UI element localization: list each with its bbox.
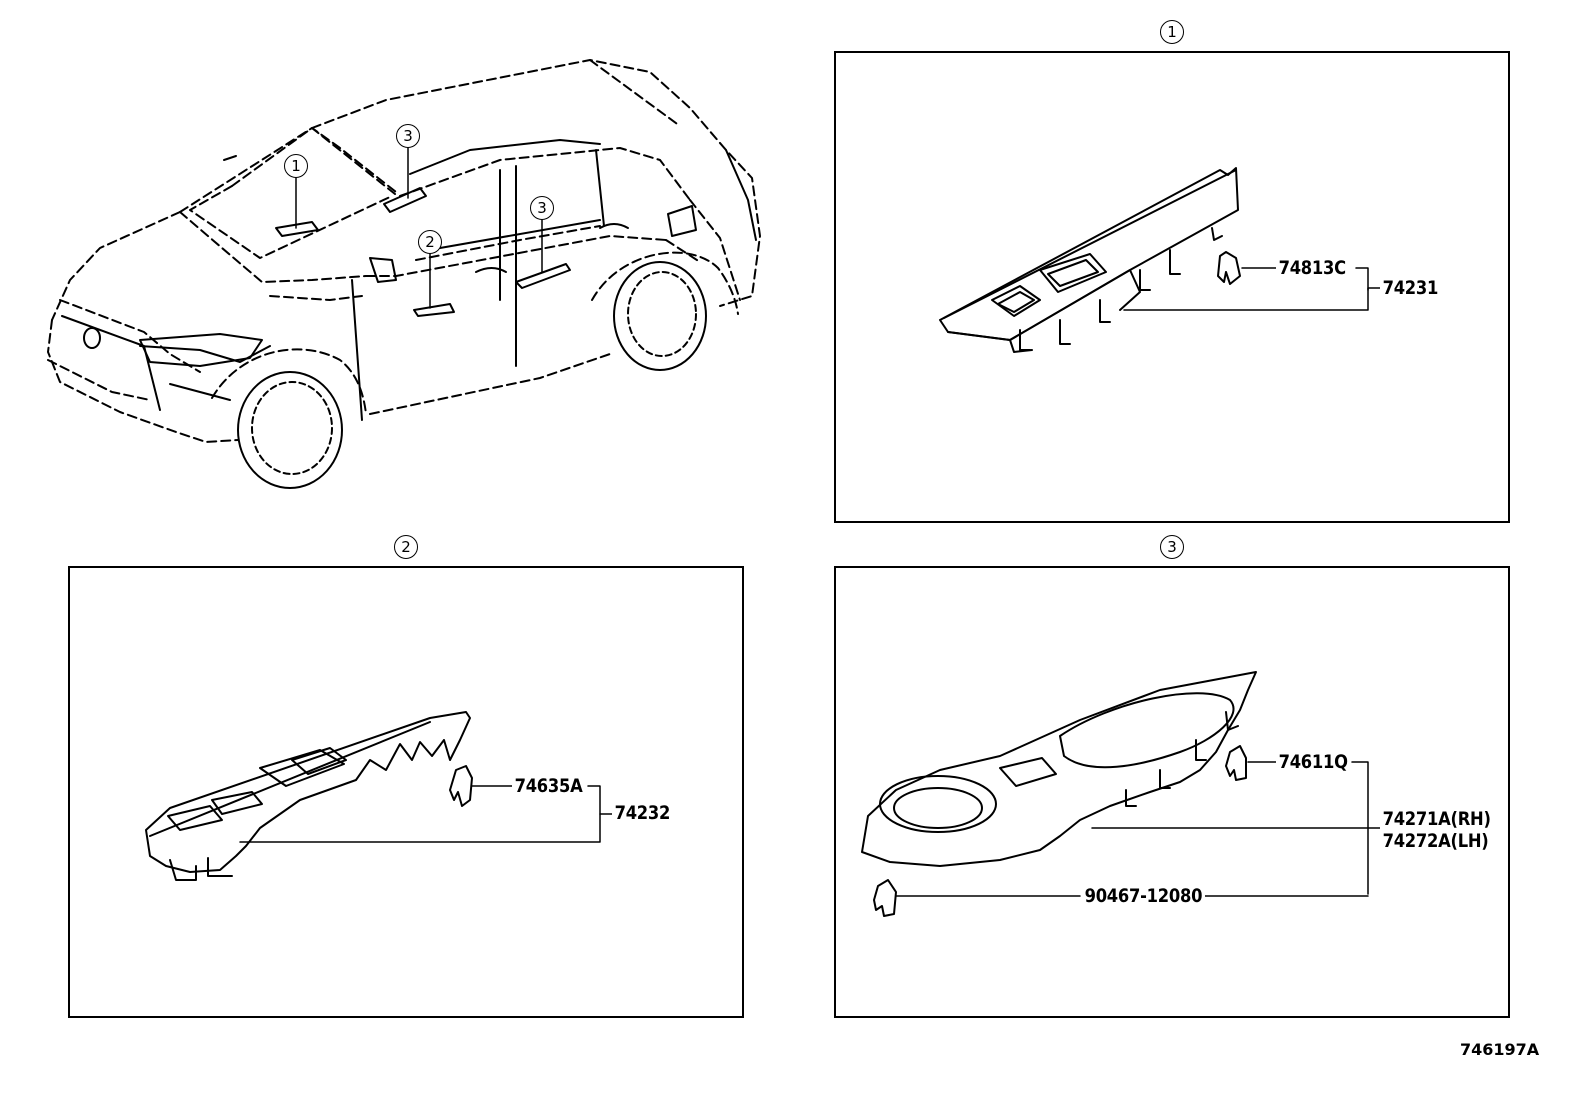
- part-number-74232[interactable]: 74232: [612, 802, 673, 824]
- panel-2-callout: 2: [394, 535, 418, 559]
- part-number-74813C[interactable]: 74813C: [1276, 257, 1349, 279]
- part-number-74635A[interactable]: 74635A: [512, 775, 586, 797]
- part-74271A-drawing: [861, 671, 1381, 917]
- part-number-90467-12080[interactable]: 90467-12080: [1082, 885, 1205, 907]
- detail-panel-3: [834, 566, 1510, 1018]
- vehicle-callout-3-front: 3: [396, 124, 420, 148]
- detail-panel-1: [834, 51, 1510, 523]
- detail-panel-2: [68, 566, 744, 1018]
- illustration-reference-code: 746197A: [1460, 1040, 1540, 1059]
- vehicle-solid-details: [61, 139, 757, 489]
- panel-3-callout: 3: [1160, 535, 1184, 559]
- part-74231-drawing: [939, 167, 1381, 353]
- part-number-74231[interactable]: 74231: [1380, 277, 1441, 299]
- part-number-74272A-LH[interactable]: 74272A(LH): [1380, 830, 1492, 852]
- vehicle-callout-1: 1: [284, 154, 308, 178]
- vehicle-callout-3-rear: 3: [530, 196, 554, 220]
- panel-1-callout: 1: [1160, 20, 1184, 44]
- part-74232-drawing: [145, 711, 613, 881]
- vehicle-illustration: [47, 59, 761, 443]
- part-number-74611Q[interactable]: 74611Q: [1276, 751, 1351, 773]
- vehicle-callout-2: 2: [418, 230, 442, 254]
- vehicle-callout-leaders: [295, 147, 543, 309]
- part-number-74271A-RH[interactable]: 74271A(RH): [1380, 808, 1494, 830]
